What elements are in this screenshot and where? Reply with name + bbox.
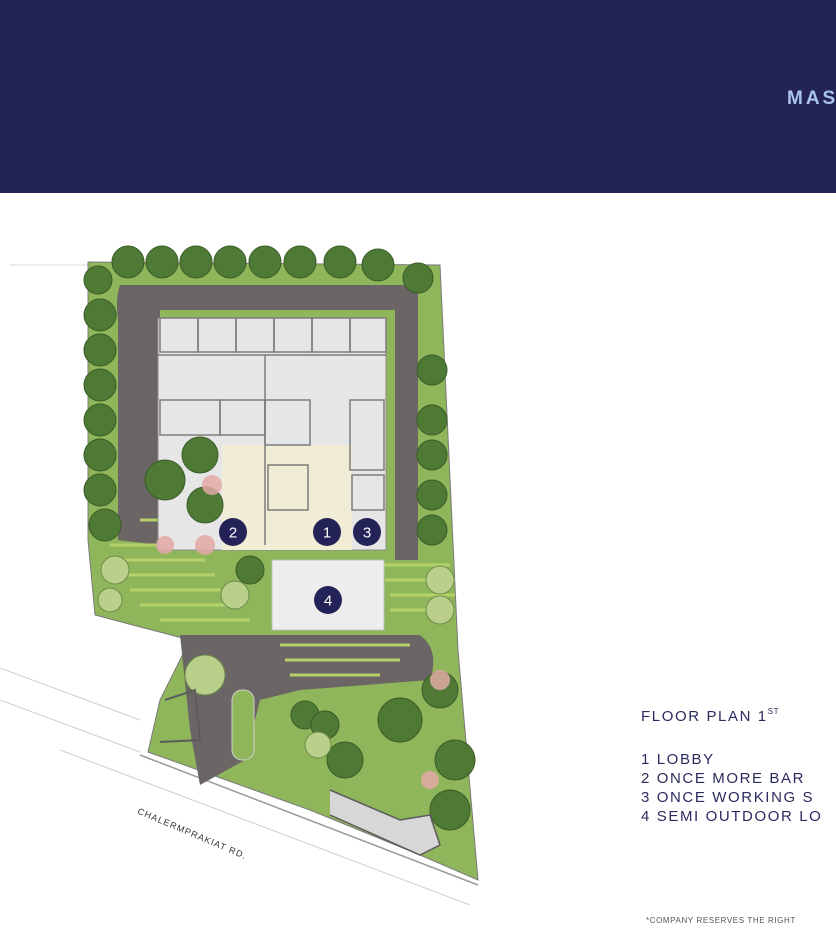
building-rooms [158,317,387,545]
marker-1-label: 1 [323,525,331,542]
legend-item-number: 2 [641,770,651,787]
reference-line [0,699,141,753]
floor-plan-legend: FLOOR PLAN 1ST 1 LOBBY 2 ONCE MORE BAR 3… [641,707,821,825]
legend-item-label: ONCE WORKING S [656,789,815,806]
marker-3-label: 3 [363,525,371,542]
marker-4-label: 4 [324,593,332,610]
legend-item-label: LOBBY [656,751,715,768]
legend-item-number: 4 [641,808,651,825]
legend-title-text: FLOOR PLAN 1 [641,708,768,725]
entrance-median [231,689,255,761]
garden-wall [159,688,202,743]
header-banner: MAS [0,0,836,193]
legend-item: 4 SEMI OUTDOOR LO [641,807,822,826]
page-title: MAS [787,88,836,109]
marker-1[interactable]: 1 [313,518,341,546]
road-edge [139,754,479,886]
marker-3[interactable]: 3 [353,518,381,546]
disclaimer-text: *COMPANY RESERVES THE RIGHT [646,916,796,925]
reference-line [0,667,141,721]
flowering-trees [156,475,450,789]
legend-item-number: 3 [641,789,651,806]
driveway [116,285,160,545]
marker-4[interactable]: 4 [314,586,342,614]
site-plan: 1 2 3 4 [0,245,479,906]
garden-wall [329,789,441,856]
legend-title-sup: ST [767,707,779,716]
legend-item-label: SEMI OUTDOOR LO [656,808,823,825]
legend-item: 2 ONCE MORE BAR [641,769,822,788]
legend-item-number: 1 [641,751,651,768]
legend-item: 1 LOBBY [641,750,822,769]
trees [83,245,476,831]
pale-trees [97,555,455,759]
marker-2[interactable]: 2 [219,518,247,546]
legend-item: 3 ONCE WORKING S [641,788,822,807]
legend-title: FLOOR PLAN 1ST [641,707,779,725]
reference-line [59,749,471,906]
marker-2-label: 2 [229,525,237,542]
legend-list: 1 LOBBY 2 ONCE MORE BAR 3 ONCE WORKING S… [641,750,822,826]
legend-item-label: ONCE MORE BAR [656,770,806,787]
